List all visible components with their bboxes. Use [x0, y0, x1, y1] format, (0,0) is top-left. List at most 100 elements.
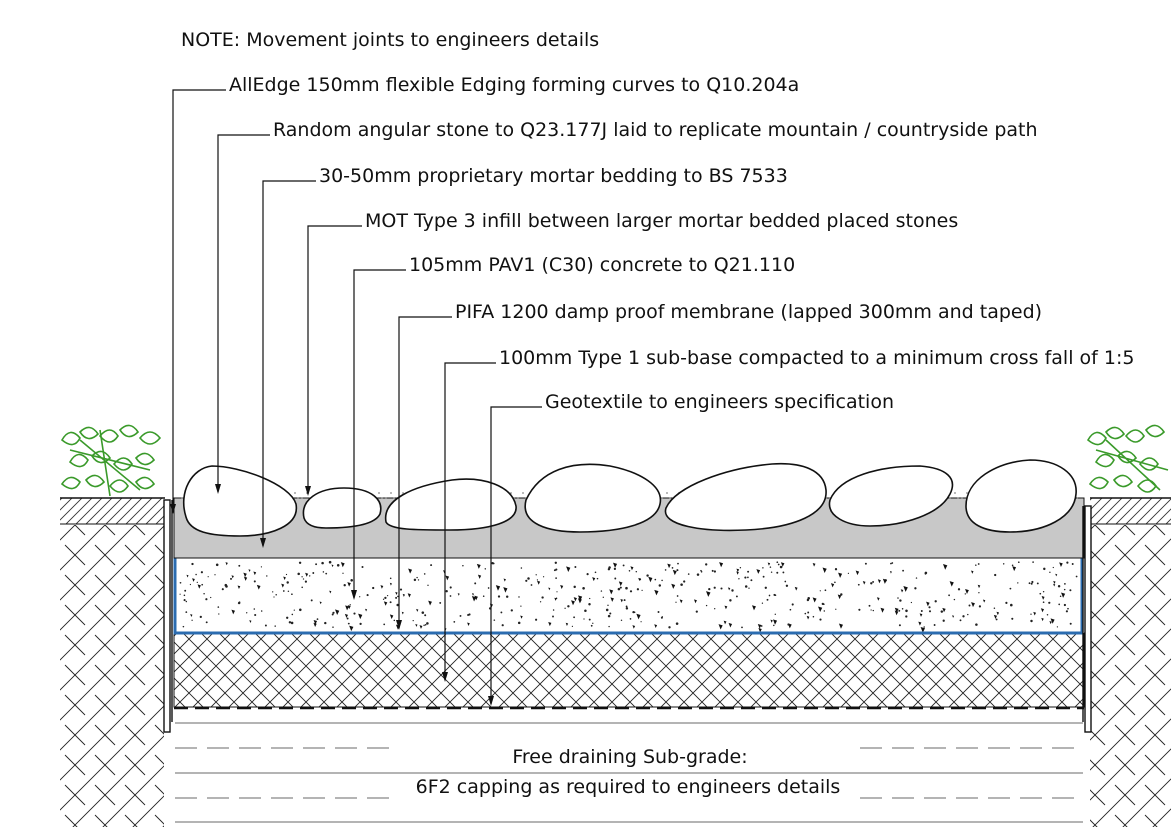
- aggregate-dot: [1010, 603, 1013, 607]
- aggregate-chip: [943, 564, 948, 570]
- aggregate-dot: [322, 571, 325, 573]
- aggregate-dot: [527, 577, 530, 580]
- aggregate-dot: [459, 614, 462, 617]
- aggregate-dot: [968, 604, 971, 607]
- aggregate-chip: [1053, 583, 1056, 587]
- aggregate-dot: [1030, 619, 1033, 623]
- aggregate-dot: [331, 613, 334, 616]
- aggregate-dot: [393, 619, 396, 622]
- aggregate-chip: [1050, 618, 1055, 624]
- aggregate-chip: [573, 597, 577, 602]
- aggregate-dot: [890, 562, 892, 565]
- aggregate-chip: [862, 581, 866, 585]
- aggregate-chip: [889, 571, 892, 574]
- aggregate-dot: [834, 581, 836, 584]
- aggregate-dot: [497, 595, 501, 598]
- aggregate-dot: [275, 594, 277, 596]
- aggregate-dot: [285, 573, 288, 576]
- aggregate-chip: [1061, 592, 1066, 598]
- aggregate-dot: [273, 596, 275, 598]
- aggregate-chip: [838, 572, 843, 578]
- aggregate-chip: [1049, 620, 1052, 625]
- aggregate-chip: [772, 619, 778, 625]
- aggregate-dot: [807, 611, 810, 614]
- aggregate-dot: [735, 595, 738, 598]
- aggregate-chip: [693, 599, 697, 604]
- aggregate-dot: [994, 573, 997, 577]
- aggregate-dot: [957, 588, 961, 591]
- aggregate-dot: [487, 587, 490, 589]
- aggregate-chip: [329, 590, 332, 594]
- aggregate-chip: [638, 577, 641, 581]
- aggregate-chip: [281, 583, 285, 588]
- aggregate-chip: [648, 576, 653, 583]
- aggregate-dot: [600, 590, 603, 592]
- aggregate-dot: [761, 602, 764, 604]
- aggregate-dot: [554, 561, 557, 564]
- aggregate-dot: [395, 596, 398, 599]
- aggregate-chip: [554, 597, 557, 601]
- aggregate-dot: [482, 595, 485, 597]
- aggregate-dot: [654, 578, 657, 581]
- aggregate-dot: [629, 590, 633, 593]
- aggregate-dot: [784, 580, 787, 583]
- aggregate-chip: [248, 569, 251, 572]
- aggregate-dot: [293, 609, 295, 611]
- concrete-aggregate: [179, 560, 1078, 633]
- aggregate-chip: [383, 601, 388, 606]
- aggregate-dot: [680, 583, 683, 586]
- aggregate-dot: [315, 563, 318, 566]
- aggregate-dot: [953, 598, 956, 601]
- aggregate-chip: [1040, 608, 1045, 613]
- aggregate-dot: [195, 573, 197, 576]
- aggregate-dot: [625, 605, 628, 608]
- aggregate-dot: [923, 626, 925, 628]
- aggregate-dot: [1057, 584, 1061, 588]
- aggregate-dot: [346, 617, 349, 620]
- aggregate-chip: [672, 569, 677, 576]
- aggregate-dot: [713, 570, 717, 573]
- aggregate-chip: [190, 614, 193, 617]
- aggregate-dot: [302, 578, 305, 580]
- aggregate-chip: [445, 575, 450, 581]
- aggregate-dot: [310, 599, 313, 602]
- aggregate-dot: [573, 585, 576, 589]
- aggregate-dot: [1066, 561, 1069, 564]
- aggregate-dot: [589, 597, 591, 600]
- aggregate-chip: [654, 624, 658, 628]
- aggregate-chip: [618, 581, 623, 587]
- aggregate-dot: [1030, 613, 1032, 615]
- aggregate-dot: [372, 586, 375, 590]
- aggregate-dot: [542, 576, 545, 578]
- aggregate-dot: [687, 573, 690, 575]
- callout-mortar: 30-50mm proprietary mortar bedding to BS…: [319, 165, 788, 187]
- aggregate-dot: [914, 587, 917, 590]
- aggregate-dot: [221, 588, 224, 591]
- aggregate-chip: [718, 624, 723, 630]
- aggregate-dot: [424, 623, 427, 626]
- aggregate-dot: [872, 609, 874, 612]
- aggregate-dot: [608, 625, 610, 628]
- aggregate-dot: [607, 604, 609, 607]
- aggregate-chip: [877, 579, 881, 584]
- aggregate-chip: [474, 595, 478, 601]
- aggregate-chip: [830, 583, 835, 588]
- aggregate-dot: [217, 606, 220, 608]
- aggregate-chip: [319, 601, 322, 605]
- aggregate-chip: [654, 589, 659, 596]
- subgrade-label-line2: 6F2 capping as required to engineers det…: [416, 776, 841, 798]
- aggregate-dot: [1058, 603, 1061, 606]
- aggregate-dot: [421, 611, 425, 614]
- aggregate-dot: [574, 566, 577, 568]
- aggregate-chip: [751, 605, 756, 611]
- aggregate-dot: [731, 589, 734, 592]
- aggregate-chip: [770, 619, 773, 623]
- aggregate-dot: [910, 601, 913, 604]
- aggregate-chip: [977, 584, 981, 589]
- aggregate-dot: [948, 594, 950, 597]
- aggregate-dot: [940, 610, 944, 613]
- aggregate-dot: [1069, 622, 1072, 625]
- aggregate-dot: [675, 601, 677, 603]
- leader-geotextile: [490, 406, 542, 704]
- leader-subbase: [444, 362, 496, 680]
